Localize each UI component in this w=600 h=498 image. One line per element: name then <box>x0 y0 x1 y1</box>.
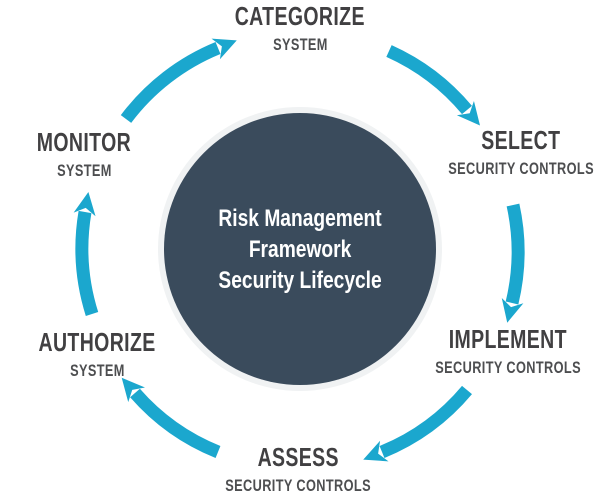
center-title-line-3: Security Lifecycle <box>218 266 382 294</box>
step-implement: IMPLEMENT SECURITY CONTROLS <box>388 324 600 378</box>
step-label-text: CATEGORIZE <box>234 1 366 31</box>
step-assess: ASSESS SECURITY CONTROLS <box>178 442 418 496</box>
step-sublabel-text: SECURITY CONTROLS <box>448 159 594 178</box>
step-sublabel-text: SECURITY CONTROLS <box>225 476 371 495</box>
arrow-authorize-to-monitor <box>73 192 99 316</box>
center-title-line-1: Risk Management <box>218 204 382 232</box>
center-title-line-2: Framework <box>248 235 352 263</box>
step-categorize-sublabel: SYSTEM <box>180 34 420 55</box>
arrow-monitor-to-categorize <box>120 38 237 123</box>
step-monitor-label: MONITOR <box>0 127 204 157</box>
step-label-text: SELECT <box>481 125 561 155</box>
step-sublabel-text: SECURITY CONTROLS <box>435 358 581 377</box>
step-authorize: AUTHORIZE SYSTEM <box>0 327 217 381</box>
arrow-select-to-implement <box>501 203 525 323</box>
step-sublabel-text: SYSTEM <box>272 35 328 54</box>
step-monitor-sublabel: SYSTEM <box>0 160 204 181</box>
step-categorize: CATEGORIZE SYSTEM <box>180 1 420 55</box>
step-implement-sublabel: SECURITY CONTROLS <box>388 357 600 378</box>
step-select-sublabel: SECURITY CONTROLS <box>401 158 600 179</box>
step-implement-label: IMPLEMENT <box>388 324 600 354</box>
step-label-text: MONITOR <box>36 127 132 157</box>
arrow-categorize-to-select <box>386 45 481 126</box>
step-select-label: SELECT <box>401 125 600 155</box>
step-sublabel-text: SYSTEM <box>56 161 112 180</box>
center-title: Risk Management Framework Security Lifec… <box>218 203 381 296</box>
step-assess-label: ASSESS <box>178 442 418 472</box>
step-label-text: AUTHORIZE <box>38 327 156 357</box>
step-label-text: IMPLEMENT <box>448 324 568 354</box>
step-assess-sublabel: SECURITY CONTROLS <box>178 475 418 496</box>
step-categorize-label: CATEGORIZE <box>180 1 420 31</box>
step-sublabel-text: SYSTEM <box>69 361 125 380</box>
step-authorize-sublabel: SYSTEM <box>0 360 217 381</box>
step-label-text: ASSESS <box>257 442 339 472</box>
arrow-implement-to-assess <box>363 385 472 462</box>
center-circle: Risk Management Framework Security Lifec… <box>164 113 436 385</box>
step-select: SELECT SECURITY CONTROLS <box>401 125 600 179</box>
arrow-assess-to-authorize <box>121 377 221 459</box>
step-authorize-label: AUTHORIZE <box>0 327 217 357</box>
step-monitor: MONITOR SYSTEM <box>0 127 204 181</box>
